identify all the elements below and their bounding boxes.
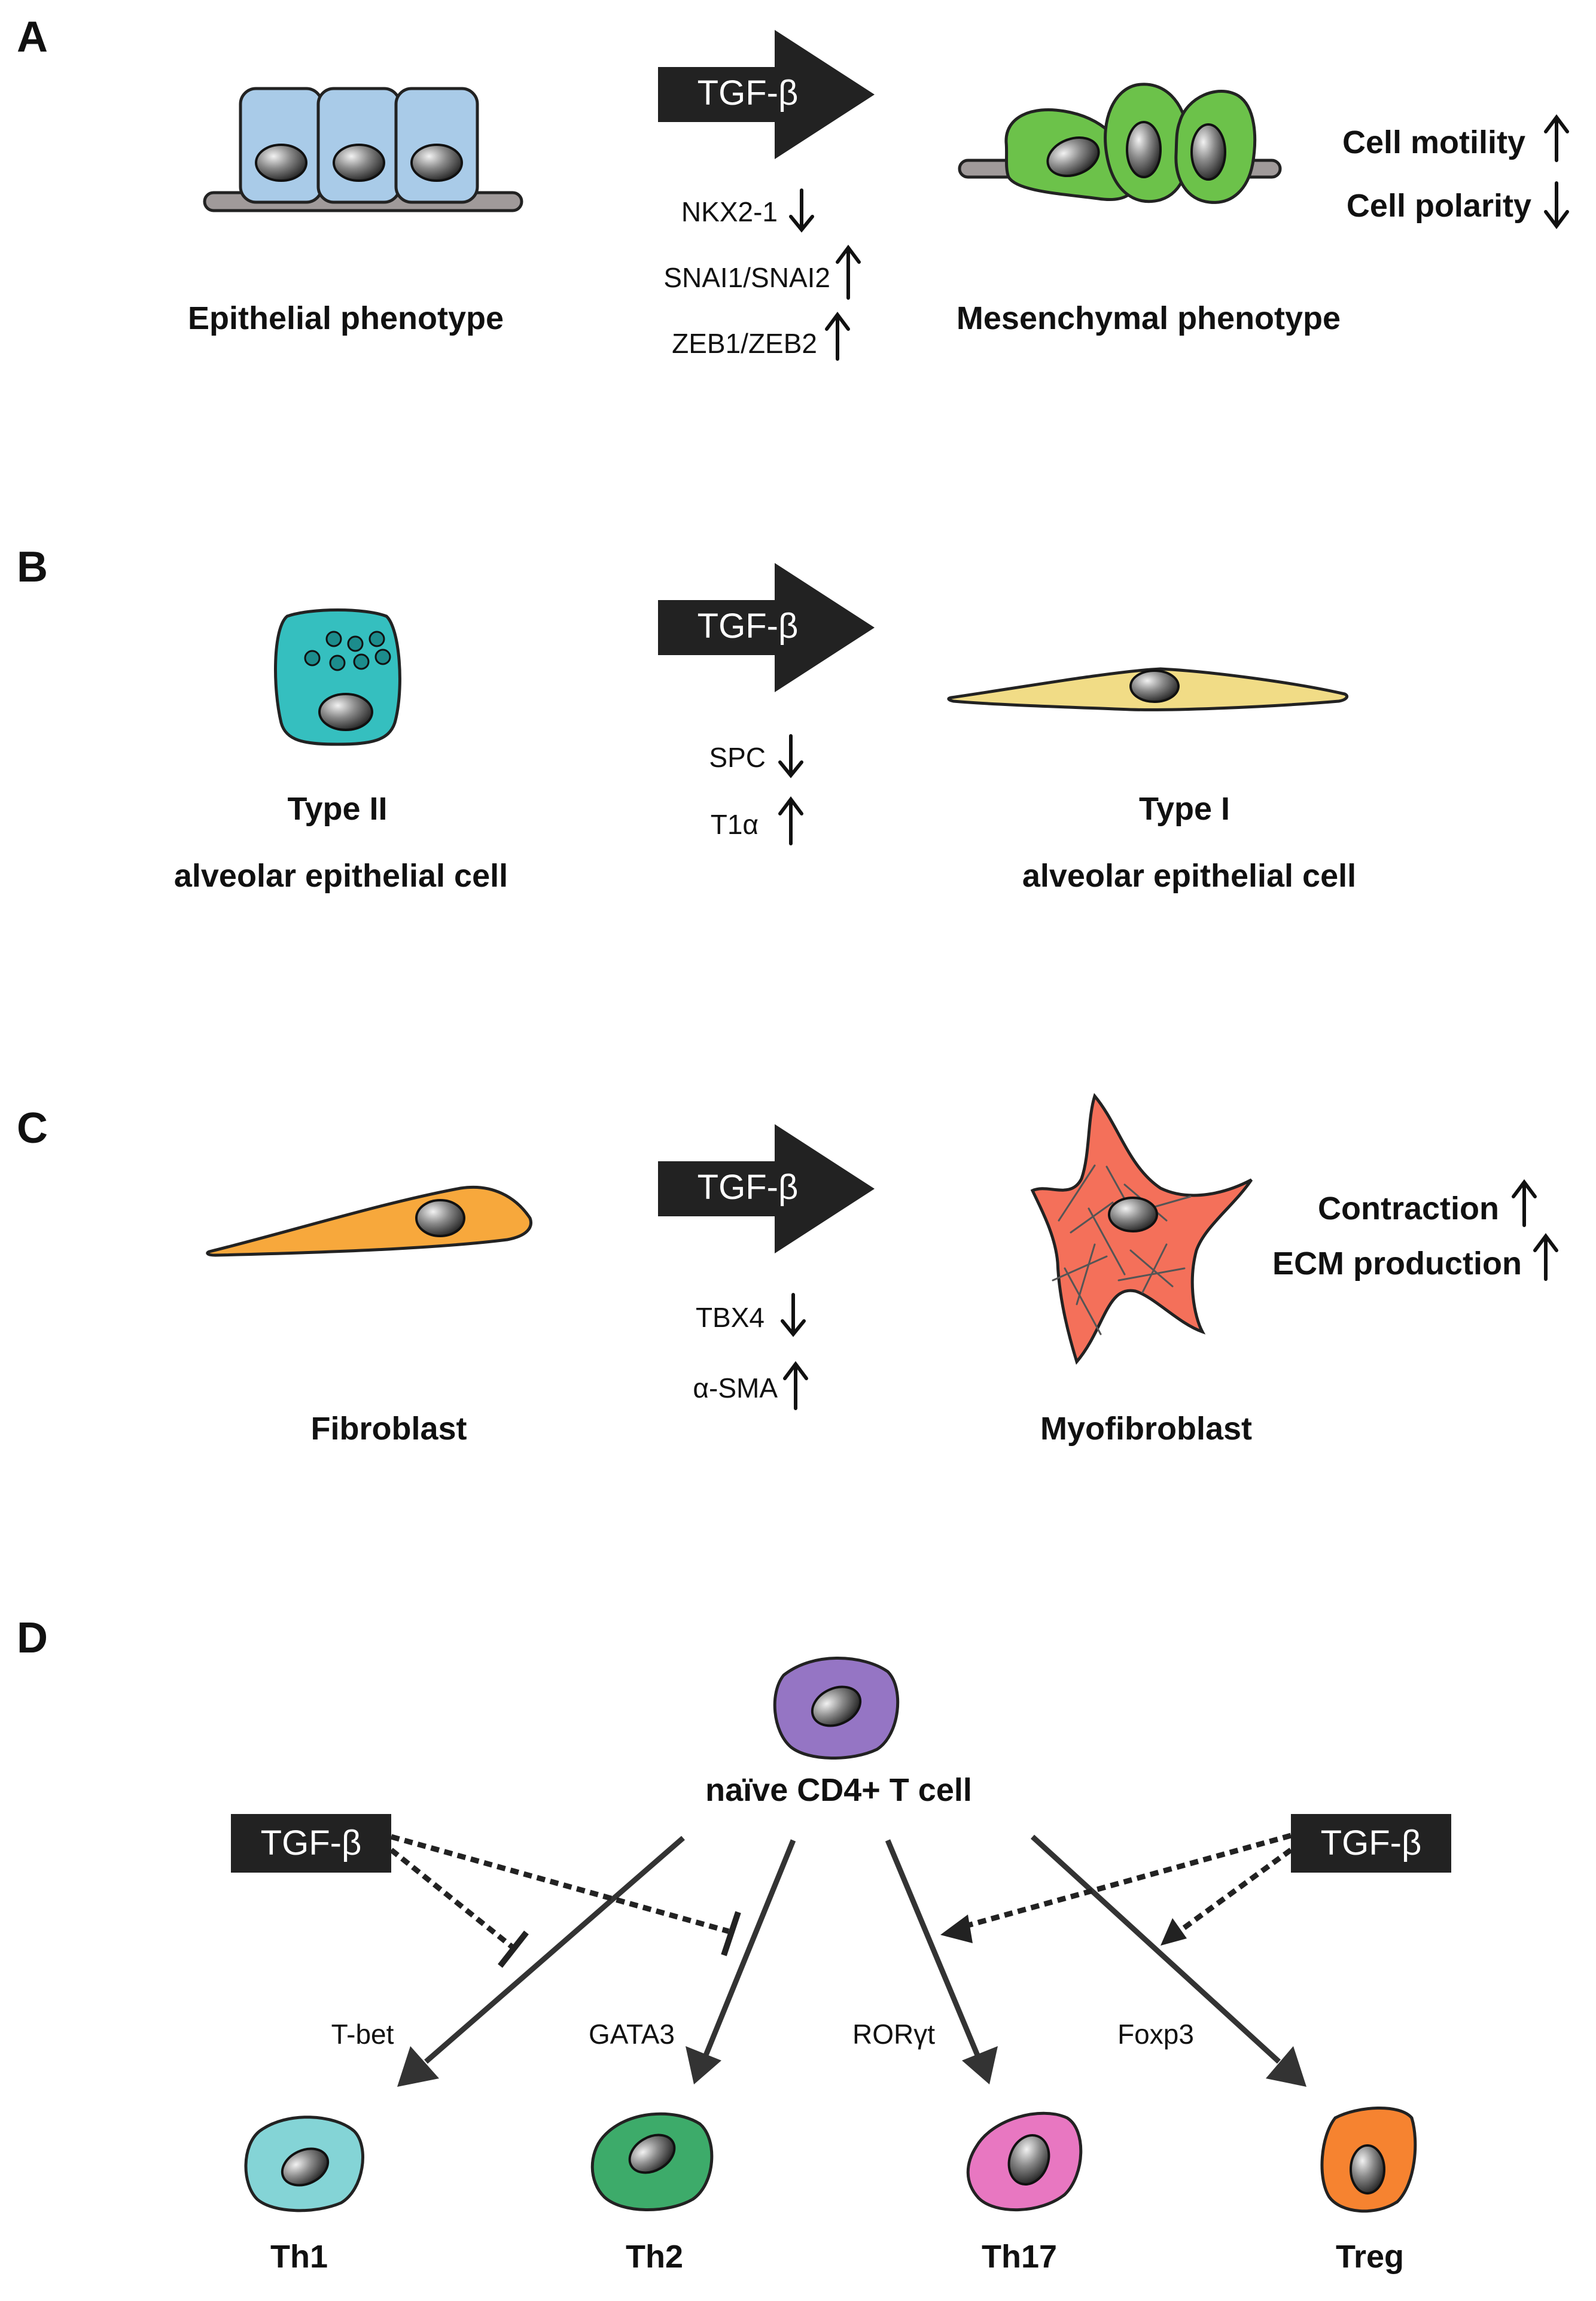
panel-b: B TGF-β SPC T1α Type II alveolar [17,543,1356,894]
arrow-up-icon [1512,1179,1537,1227]
panel-d: D naïve CD4+ T cell TGF-β TGF-β [17,1614,1451,2275]
arrow-up-icon [783,1361,808,1410]
arrow-up-icon [1533,1233,1558,1281]
panel-a-letter: A [17,13,48,61]
arrow-down-icon [1544,181,1569,229]
tgf-beta-box-left: TGF-β [231,1814,391,1873]
label-type-ii-line2: alveolar epithelial cell [174,858,508,894]
nucleus [1046,136,1100,177]
tgf-beta-label: TGF-β [1321,1824,1422,1862]
nucleus [1190,123,1226,181]
label-myofibroblast: Myofibroblast [1040,1411,1252,1447]
label-fibroblast: Fibroblast [310,1411,467,1447]
tgf-beta-arrow-b: TGF-β [658,563,875,692]
marker-nkx2-1: NKX2-1 [681,196,778,227]
arrow-to-th17 [885,1839,982,2059]
inhibition-bars [498,1911,741,1968]
differentiation-arrowheads [397,2046,1306,2087]
nucleus [1007,2134,1050,2186]
th1-cell-illustration [244,2116,364,2212]
effect-ecm-production: ECM production [1272,1246,1522,1282]
tf-t-bet: T-bet [331,2019,394,2050]
tgf-beta-box-right: TGF-β [1291,1814,1451,1873]
label-type-i-line2: alveolar epithelial cell [1022,858,1356,894]
panel-c: C TGF-β TBX4 α-SMA [17,1092,1558,1447]
effect-cell-polarity: Cell polarity [1347,188,1531,224]
inhibition-lines-left [389,1834,730,1949]
nucleus [333,144,385,182]
nucleus [281,2147,330,2187]
nucleus [318,693,373,731]
label-th1: Th1 [270,2239,328,2275]
tf-gata3: GATA3 [589,2019,675,2050]
arrow-up-icon [1544,114,1569,162]
label-mesenchymal-phenotype: Mesenchymal phenotype [957,300,1341,336]
marker-snai1-snai2: SNAI1/SNAI2 [663,262,830,293]
panel-b-letter: B [17,543,48,591]
th2-cell-illustration [590,2112,714,2211]
label-type-i-line1: Type I [1139,791,1230,827]
arrow-up-icon [836,245,861,300]
nucleus [628,2133,676,2174]
arrow-down-icon [778,734,803,778]
arrow-to-treg [1030,1834,1281,2064]
effect-cell-motility: Cell motility [1342,124,1525,160]
tf-ror-gamma-t: RORγt [852,2019,935,2050]
label-epithelial-phenotype: Epithelial phenotype [188,300,504,336]
nucleus [1129,669,1180,703]
panel-c-letter: C [17,1104,48,1152]
nucleus [1350,2144,1385,2195]
myofibroblast-illustration [1030,1092,1253,1365]
tgf-beta-label: TGF-β [261,1824,362,1862]
epithelial-cells-illustration [203,87,523,212]
tgf-beta-arrow-c: TGF-β [658,1124,875,1253]
panel-d-letter: D [17,1614,48,1662]
label-th2: Th2 [626,2239,683,2275]
tgf-beta-arrow-a: TGF-β [658,30,875,159]
arrow-down-icon [781,1293,806,1337]
nucleus [255,144,307,182]
label-type-ii-line1: Type II [287,791,387,827]
arrow-up-icon [778,796,803,845]
naive-cd4-t-cell-illustration [773,1657,900,1760]
nucleus [811,1685,862,1727]
tgf-beta-label: TGF-β [698,607,799,646]
type-ii-cell-illustration [274,608,401,746]
activation-lines-right [958,1833,1293,1936]
fibroblast-illustration [206,1185,532,1257]
marker-zeb1-zeb2: ZEB1/ZEB2 [672,328,817,359]
activation-arrowheads [940,1915,1187,1946]
tf-foxp3: Foxp3 [1117,2019,1194,2050]
arrow-up-icon [825,312,850,361]
nucleus [1126,121,1162,178]
nucleus [1108,1197,1158,1232]
label-th17: Th17 [982,2239,1057,2275]
th17-cell-illustration [966,2111,1083,2212]
marker-tbx4: TBX4 [696,1302,765,1333]
label-naive-cd4-t-cell: naïve CD4+ T cell [705,1772,972,1808]
marker-alpha-sma: α-SMA [693,1372,778,1404]
tgf-beta-label: TGF-β [698,1168,799,1207]
arrow-to-th2 [702,1839,796,2059]
differentiation-arrows [424,1834,1281,2064]
treg-cell-illustration [1320,2106,1417,2213]
effect-contraction: Contraction [1318,1191,1499,1226]
marker-t1-alpha: T1α [711,809,759,840]
arrow-to-th1 [424,1836,685,2064]
marker-spc: SPC [709,742,766,773]
arrow-down-icon [789,188,814,233]
tgf-beta-label: TGF-β [698,74,799,112]
type-i-cell-illustration [947,667,1349,711]
label-treg: Treg [1336,2239,1404,2275]
panel-a: A TGF-β NKX2-1 SNAI1/SNAI2 ZEB1/ZEB2 [17,13,1569,361]
nucleus [410,144,463,182]
nucleus [415,1199,465,1237]
mesenchymal-cells-illustration [958,83,1282,204]
